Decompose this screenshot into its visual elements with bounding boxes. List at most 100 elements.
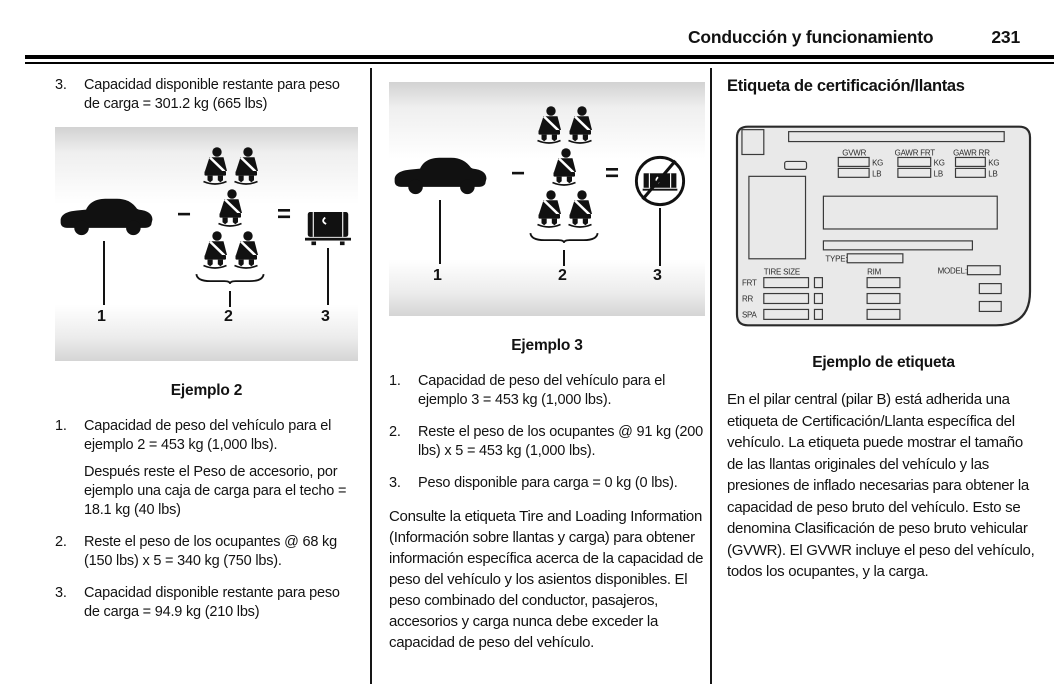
label-field — [741, 129, 765, 156]
list-item: 2. Reste el peso de los ocupantes @ 91 k… — [389, 423, 705, 461]
occupant-seatbelt-icon — [201, 147, 228, 185]
label-field — [822, 240, 973, 251]
car-icon — [60, 198, 153, 236]
rr-tire-field — [763, 292, 810, 305]
occupant-seatbelt-icon — [566, 106, 593, 144]
minus-sign: − — [511, 160, 525, 187]
figure-caption: Ejemplo 3 — [511, 337, 583, 354]
kg-unit-label: KG — [988, 158, 999, 167]
list-item: 3. Capacidad disponible restante para pe… — [55, 76, 358, 114]
lb-unit-label: LB — [934, 169, 943, 178]
list-number: 3. — [55, 77, 67, 93]
figure-caption: Ejemplo de etiqueta — [812, 354, 955, 371]
figure-caption: Ejemplo 2 — [170, 382, 243, 399]
list-number: 3. — [55, 585, 67, 601]
label-field — [748, 175, 807, 260]
label-outline — [735, 125, 1032, 327]
spa-rim-field — [866, 308, 901, 320]
list-text: Peso disponible para carga = 0 kg (0 lbs… — [418, 475, 678, 491]
label-field — [822, 195, 998, 230]
occupant-row — [535, 106, 593, 144]
occupant-seatbelt-icon — [535, 106, 562, 144]
no-cargo-icon — [634, 155, 686, 207]
rim-label: RIM — [867, 268, 881, 277]
occupant-row — [551, 148, 577, 186]
type-label: TYPE: — [825, 255, 847, 264]
label-field — [784, 160, 808, 170]
list-item: 1. Capacidad de peso del vehículo para e… — [55, 417, 358, 520]
frt-check-field — [813, 277, 824, 289]
page-number: 231 — [991, 27, 1020, 47]
list-text: Capacidad disponible restante para peso … — [84, 585, 340, 620]
label-field — [978, 300, 1002, 313]
list-item: 2. Reste el peso de los ocupantes @ 68 k… — [55, 533, 358, 571]
leader-line — [563, 250, 565, 266]
rr-check-field — [813, 292, 824, 305]
equals-sign: = — [605, 160, 619, 187]
occupant-seatbelt-icon — [535, 190, 562, 228]
example3-figure: 1 − 2 = 3 — [389, 82, 705, 316]
occupant-seatbelt-icon — [232, 231, 259, 269]
gvwr-kg-field — [837, 156, 870, 168]
occupant-row — [535, 190, 593, 228]
occupant-row — [217, 189, 243, 227]
lb-unit-label: LB — [988, 169, 997, 178]
certification-label-diagram: GVWR GAWR FRT GAWR RR KG LB KG LB KG LB … — [735, 125, 1032, 327]
model-label: MODEL: — [938, 267, 967, 276]
occupant-seatbelt-icon — [566, 190, 593, 228]
list-text: Capacidad disponible restante para peso … — [84, 77, 340, 112]
column-divider-1 — [370, 68, 372, 684]
middle-column: 1 − 2 = 3 Ejemplo 3 1. Capacidad de peso… — [389, 76, 705, 653]
list-item: 1. Capacidad de peso del vehículo para e… — [389, 372, 705, 410]
rr-rim-field — [866, 292, 901, 305]
list-text: Capacidad de peso del vehículo para el e… — [84, 417, 358, 520]
right-column: Etiqueta de certificación/llantas GVWR G… — [727, 76, 1040, 583]
leader-line — [327, 248, 329, 305]
list-number: 2. — [389, 424, 401, 440]
list-item: 3. Peso disponible para carga = 0 kg (0 … — [389, 474, 705, 493]
list-number: 1. — [55, 418, 67, 434]
list-text: Capacidad de peso del vehículo para el e… — [418, 373, 666, 408]
figure-label-cargo: 3 — [653, 267, 662, 284]
gawr-frt-label: GAWR FRT — [895, 148, 936, 157]
label-field — [788, 131, 1005, 143]
occupant-row — [201, 147, 259, 185]
model-field — [966, 265, 1001, 276]
gvwr-label: GVWR — [842, 148, 866, 157]
gawr-rr-kg-field — [954, 156, 986, 168]
leader-line — [229, 291, 231, 307]
list-text: Reste el peso de los ocupantes @ 91 kg (… — [418, 424, 704, 459]
rr-row-label: RR — [742, 294, 754, 303]
section-heading: Etiqueta de certificación/llantas — [727, 77, 965, 95]
example2-figure: 1 − 2 = 3 — [55, 127, 358, 361]
car-icon — [394, 157, 487, 195]
leader-line — [103, 241, 105, 305]
gawr-frt-lb-field — [897, 167, 932, 178]
occupant-seatbelt-icon — [217, 189, 243, 227]
list-number: 1. — [389, 373, 401, 389]
gawr-frt-kg-field — [897, 156, 932, 168]
gvwr-lb-field — [837, 167, 870, 178]
figure-label-cargo: 3 — [321, 308, 330, 325]
leader-line — [659, 208, 661, 266]
tire-size-label: TIRE SIZE — [764, 268, 800, 277]
page-header: Conducción y funcionamiento 231 — [55, 27, 1020, 48]
leader-line — [439, 200, 441, 264]
list-text: Reste el peso de los ocupantes @ 68 kg (… — [84, 534, 337, 569]
figure-label-car: 1 — [433, 267, 442, 284]
label-field — [978, 283, 1002, 295]
cargo-box-icon — [305, 211, 351, 247]
page-title: Conducción y funcionamiento — [687, 27, 934, 47]
frt-row-label: FRT — [742, 279, 757, 288]
gawr-rr-label: GAWR RR — [953, 148, 990, 157]
spa-row-label: SPA — [742, 310, 758, 319]
frt-rim-field — [866, 277, 901, 289]
list-item: 3. Capacidad disponible restante para pe… — [55, 584, 358, 622]
list-number: 2. — [55, 534, 67, 550]
kg-unit-label: KG — [872, 158, 883, 167]
spa-tire-field — [763, 308, 810, 320]
brace-icon — [195, 273, 265, 285]
column-divider-2 — [710, 68, 712, 684]
occupants-group — [529, 106, 599, 244]
equals-sign: = — [277, 201, 291, 228]
